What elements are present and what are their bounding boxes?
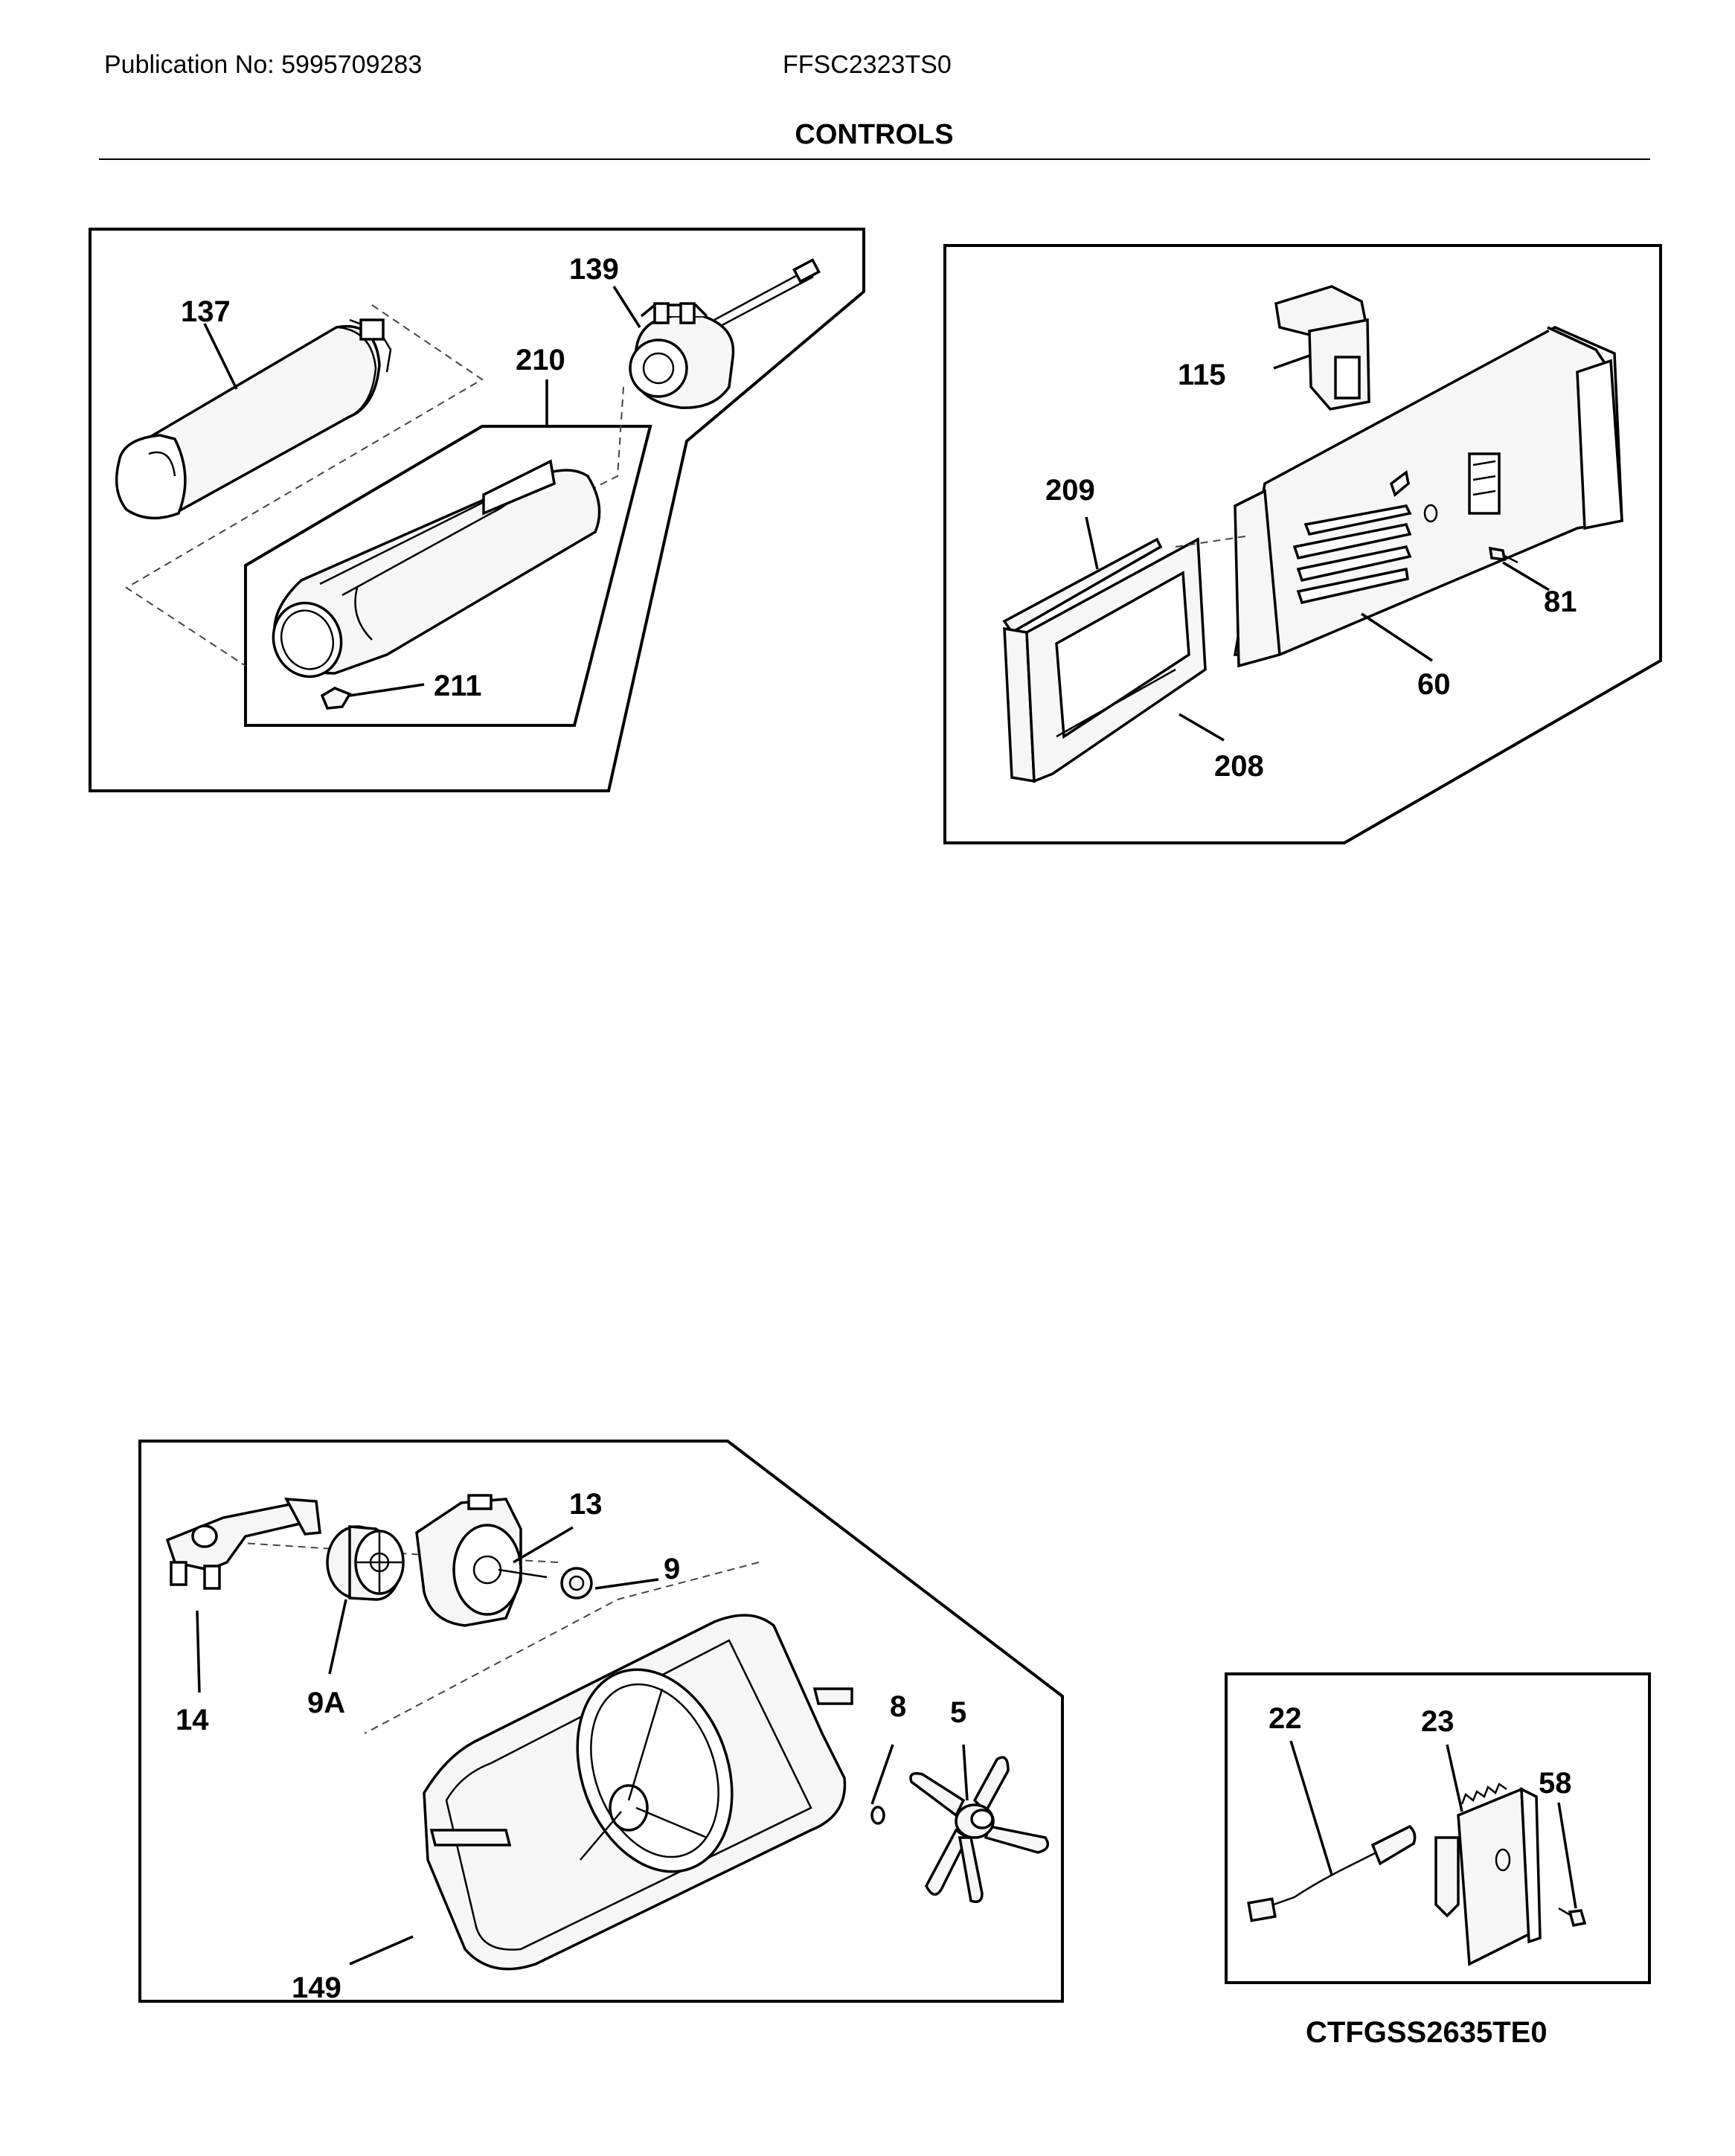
callout-5: 5 [950,1696,966,1729]
callout-8: 8 [890,1690,906,1723]
vent-slots [1292,452,1501,605]
callout-149: 149 [292,1971,341,2004]
fan-blade [909,1756,1050,1903]
callout-60: 60 [1417,668,1451,701]
callout-211: 211 [434,670,482,702]
housing-screw [1488,546,1518,564]
water-filter-cartridge [115,318,392,520]
filter-head-valve [629,258,821,409]
callout-139: 139 [569,253,619,286]
callout-9a: 9A [307,1687,345,1719]
panel-sensor-cover: 22 23 58 [1225,1672,1651,1984]
dispenser-housing-body [1233,326,1623,668]
section-title: CONTROLS [795,119,954,150]
callout-13: 13 [569,1488,603,1521]
housing-clip [320,687,352,710]
panel-fan-assembly: 13 9 14 9A 8 5 149 [138,1440,1064,2004]
dispenser-pad-frame [1002,537,1207,783]
callout-208: 208 [1214,750,1264,783]
callout-14: 14 [176,1704,209,1736]
publication-number: Publication No: 5995709283 [104,51,423,79]
callout-58: 58 [1539,1767,1572,1800]
dispenser-switch [1274,285,1370,411]
panel-water-filter: 137 139 210 211 [89,228,865,792]
callout-210: 210 [516,344,565,376]
blower-wheel [326,1525,405,1601]
sensor-cover [1434,1783,1542,1966]
callout-115: 115 [1178,359,1226,391]
panel-dispenser-housing: 115 209 81 60 208 [943,244,1662,844]
callout-209: 209 [1045,474,1095,507]
motor-nut [560,1567,593,1600]
fan-washer [870,1806,885,1825]
fan-motor [415,1494,548,1627]
fan-bracket [165,1498,321,1590]
callout-9: 9 [664,1553,680,1585]
callout-137: 137 [181,295,231,328]
cover-screw [1558,1907,1587,1928]
diagram-code: CTFGSS2635TE0 [1306,2016,1548,2049]
callout-81: 81 [1544,585,1577,618]
fan-shroud [423,1614,853,1971]
sensor-thermistor [1247,1824,1417,1922]
callout-22: 22 [1269,1702,1302,1735]
model-number: FFSC2323TS0 [783,51,952,79]
filter-housing [272,459,601,678]
header-rule [99,158,1650,160]
callout-23: 23 [1421,1705,1455,1738]
